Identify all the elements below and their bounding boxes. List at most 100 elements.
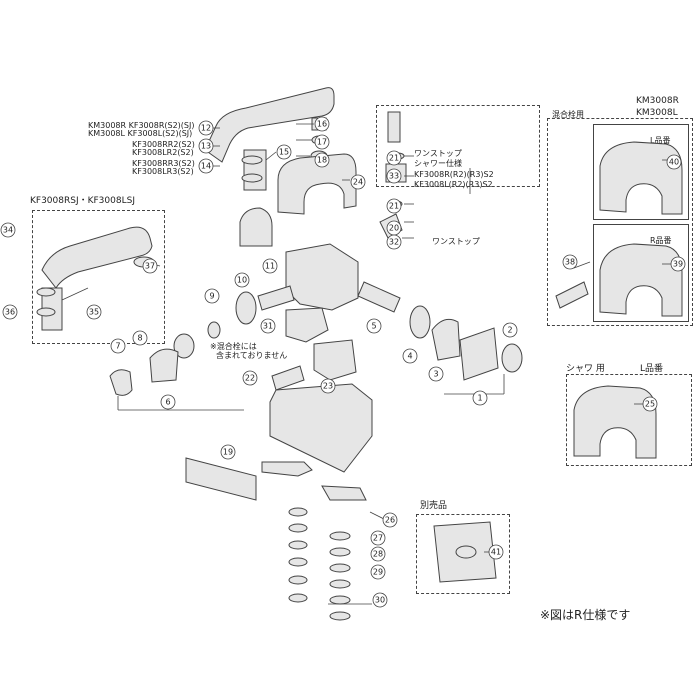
callout-number-30: 30 bbox=[375, 596, 385, 605]
cover-39 bbox=[599, 243, 683, 317]
handle-cap-6b bbox=[173, 333, 195, 359]
callout-circle-2 bbox=[502, 322, 518, 338]
callout-number-29: 29 bbox=[373, 568, 383, 577]
callout-circle-27 bbox=[370, 530, 386, 546]
label-model-14b: KF3008LR3(S2) bbox=[132, 167, 194, 176]
cartridge-5 bbox=[357, 281, 401, 313]
callout-circle-11 bbox=[262, 258, 278, 274]
label-model-12b: KM3008L KF3008L(S2)(SJ) bbox=[88, 129, 193, 138]
body-cover-24 bbox=[277, 153, 357, 215]
callout-circle-28 bbox=[370, 546, 386, 562]
callout-circle-32 bbox=[386, 234, 402, 250]
callout-number-33: 33 bbox=[389, 172, 399, 181]
callout-number-21: 21 bbox=[389, 202, 399, 211]
callout-number-36: 36 bbox=[5, 308, 15, 317]
callout-circle-38 bbox=[562, 254, 578, 270]
pad-41-center bbox=[455, 545, 477, 559]
callout-circle-39 bbox=[670, 256, 686, 272]
callout-circle-6 bbox=[160, 394, 176, 410]
callout-number-18: 18 bbox=[317, 156, 327, 165]
ring-4 bbox=[409, 305, 431, 339]
callout-number-32: 32 bbox=[389, 238, 399, 247]
valve-body-23 bbox=[313, 339, 357, 381]
plate-19 bbox=[185, 457, 257, 501]
callout-circle-35 bbox=[86, 304, 102, 320]
label-onestop: ワンストップ bbox=[432, 237, 480, 246]
callout-circle-24 bbox=[350, 174, 366, 190]
callout-number-1: 1 bbox=[477, 394, 482, 403]
callout-circle-41 bbox=[488, 544, 504, 560]
callout-circle-5 bbox=[366, 318, 382, 334]
callout-circle-31 bbox=[260, 318, 276, 334]
bracket-left bbox=[261, 461, 313, 477]
label-mix-note-2: 含まれておりません bbox=[216, 351, 288, 360]
callout-circle-23 bbox=[320, 378, 336, 394]
callout-number-7: 7 bbox=[115, 342, 120, 351]
ring-10 bbox=[235, 291, 257, 325]
callout-circle-17 bbox=[314, 134, 330, 150]
base-box bbox=[269, 383, 373, 473]
handle-1 bbox=[459, 327, 499, 381]
handle-base-3 bbox=[431, 318, 461, 361]
callout-number-19: 19 bbox=[223, 448, 233, 457]
callout-number-9: 9 bbox=[209, 292, 214, 301]
callout-circle-36 bbox=[2, 304, 18, 320]
callout-number-20: 20 bbox=[389, 224, 399, 233]
label-onestop-shower-1: ワンストップ bbox=[414, 149, 462, 158]
label-kf-series: KF3008RSJ・KF3008LSJ bbox=[30, 196, 135, 206]
callout-circle-40 bbox=[666, 154, 682, 170]
callout-circle-21 bbox=[386, 150, 402, 166]
label-shower-use: シャワ 用 bbox=[566, 364, 605, 374]
callout-number-24: 24 bbox=[353, 178, 363, 187]
l-product-panel bbox=[593, 124, 689, 220]
callout-circle-14 bbox=[198, 158, 214, 174]
callout-circle-22 bbox=[242, 370, 258, 386]
label-sold-separately: 別売品 bbox=[420, 501, 448, 511]
cartridge-38 bbox=[555, 281, 589, 309]
callout-number-27: 27 bbox=[373, 534, 383, 543]
callout-circle-16 bbox=[314, 116, 330, 132]
callout-number-12: 12 bbox=[201, 124, 211, 133]
cover-25 bbox=[573, 385, 657, 459]
kf-series-box bbox=[32, 210, 165, 344]
callout-number-5: 5 bbox=[371, 322, 376, 331]
callout-circle-34 bbox=[0, 222, 16, 238]
callout-circle-9 bbox=[204, 288, 220, 304]
lower-valve-body bbox=[285, 307, 329, 343]
callout-number-17: 17 bbox=[317, 138, 327, 147]
callout-circle-18 bbox=[314, 152, 330, 168]
callout-number-37: 37 bbox=[145, 262, 155, 271]
r-product-panel bbox=[593, 224, 689, 322]
label-km3008l-top: KM3008L bbox=[636, 108, 678, 118]
onestop-rod bbox=[387, 111, 401, 143]
callout-number-40: 40 bbox=[669, 158, 679, 167]
callout-number-15: 15 bbox=[279, 148, 289, 157]
cover-40 bbox=[599, 141, 683, 215]
callout-number-4: 4 bbox=[407, 352, 412, 361]
label-l-product: L品番 bbox=[650, 136, 671, 145]
callout-circle-12 bbox=[198, 120, 214, 136]
callout-circle-33 bbox=[386, 168, 402, 184]
callout-number-34: 34 bbox=[3, 226, 13, 235]
label-model-13a: KF3008RR2(S2) bbox=[132, 140, 195, 149]
callout-number-16: 16 bbox=[317, 120, 327, 129]
callout-number-35: 35 bbox=[89, 308, 99, 317]
mix-use-box bbox=[547, 118, 693, 326]
cap-2 bbox=[501, 343, 523, 373]
callout-number-13: 13 bbox=[201, 142, 211, 151]
shower-use-box bbox=[566, 374, 692, 466]
label-r-product: R品番 bbox=[650, 236, 672, 245]
main-valve-body bbox=[285, 243, 359, 311]
callout-number-8: 8 bbox=[137, 334, 142, 343]
label-km3008r-top: KM3008R bbox=[636, 96, 679, 106]
handle-6 bbox=[149, 348, 179, 383]
callout-circle-25 bbox=[642, 396, 658, 412]
bracket-right bbox=[321, 485, 367, 501]
callout-circle-7 bbox=[110, 338, 126, 354]
label-onestop-shower-2: シャワー仕様 bbox=[414, 159, 462, 168]
callout-circle-30 bbox=[372, 592, 388, 608]
callout-circle-15 bbox=[276, 144, 292, 160]
callout-circle-29 bbox=[370, 564, 386, 580]
label-onestop-shower-4: KF3008L(R2)(R3)S2 bbox=[414, 180, 493, 189]
